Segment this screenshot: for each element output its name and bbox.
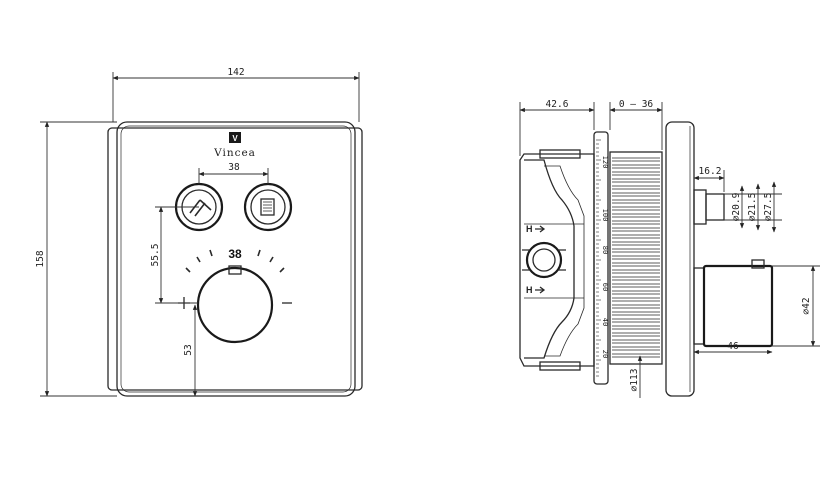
dim-knob-to-bottom: 53 (183, 344, 194, 355)
thread-ridge (612, 157, 660, 162)
thermostat-knob[interactable] (196, 265, 274, 344)
thread-ridge (612, 227, 660, 232)
sleeve-threads (612, 157, 660, 358)
logo-letter: V (232, 134, 238, 143)
thread-ridge (612, 185, 660, 190)
scale-label: 120 (601, 156, 609, 169)
thread-ridge (612, 171, 660, 176)
cover-plate-side (665, 121, 695, 397)
thread-ridge (612, 304, 660, 309)
temperature-scale-ticks (185, 249, 285, 273)
thread-ridge (612, 178, 660, 183)
dim-width: 142 (227, 67, 244, 78)
faceplate (116, 121, 356, 397)
thread-ridge (612, 192, 660, 197)
inlet-label-top: H (526, 224, 533, 234)
thread-ridge (612, 164, 660, 169)
thread-ridge (612, 290, 660, 295)
dim-outlet-d1: ⌀20.9 (731, 192, 742, 221)
thread-ridge (612, 353, 660, 358)
diverter-button-right[interactable] (243, 182, 293, 232)
thread-ridge (612, 318, 660, 323)
thread-ridge (612, 262, 660, 267)
thread-ridge (612, 346, 660, 351)
scale-label: 60 (601, 283, 609, 291)
flow-arrow-icon (535, 225, 546, 233)
inlet-label-bottom: H (526, 285, 533, 295)
thread-ridge (612, 269, 660, 274)
scale-label: 100 (601, 209, 609, 222)
thread-ridge (612, 220, 660, 225)
hand-shower-icon (189, 199, 212, 217)
dim-height: 158 (35, 250, 46, 267)
brand-logo (229, 132, 241, 143)
valve-body (519, 149, 595, 371)
thread-ridge (612, 339, 660, 344)
thread-ridge (612, 206, 660, 211)
knob-side (702, 264, 774, 348)
dim-flange-diameter: ⌀113 (629, 369, 640, 392)
thread-ridge (612, 332, 660, 337)
dim-knob-depth: 46 (727, 341, 739, 352)
flow-arrow-icon (535, 286, 546, 294)
outlet-stub (705, 193, 725, 221)
brand-name: Vincea (213, 147, 256, 159)
dim-adjust-range: 0 – 36 (619, 99, 654, 110)
scale-label: 20 (601, 350, 609, 358)
knob-collar (693, 267, 705, 345)
thread-ridge (612, 311, 660, 316)
backplate-outline (107, 127, 363, 391)
scale-label: 40 (601, 318, 609, 326)
dim-outlet-length: 16.2 (699, 166, 722, 177)
dim-outlet-d3: ⌀27.5 (763, 193, 774, 222)
threaded-sleeve (609, 151, 663, 365)
dim-knob-diameter: ⌀42 (801, 297, 812, 314)
thread-ridge (612, 199, 660, 204)
mounting-flange (593, 131, 609, 385)
thread-ridge (612, 297, 660, 302)
inlet-port (525, 241, 563, 279)
thread-ridge (612, 276, 660, 281)
dim-body-depth: 42.6 (546, 99, 569, 110)
dim-button-spacing: 38 (228, 162, 240, 173)
front-view: V Vincea 38 (35, 67, 363, 397)
thread-ridge (612, 255, 660, 260)
side-view: H H 120 100 80 60 40 20 42.6 (519, 99, 820, 398)
dim-button-to-knob: 55.5 (150, 244, 161, 267)
depth-scale-labels: 120 100 80 60 40 20 (601, 156, 609, 359)
thread-ridge (612, 248, 660, 253)
thread-ridge (612, 241, 660, 246)
dim-outlet-d2: ⌀21.5 (747, 193, 758, 222)
outlet-collar (693, 189, 707, 225)
temperature-label: 38 (228, 247, 242, 261)
depth-scale (596, 139, 601, 377)
thread-ridge (612, 325, 660, 330)
thread-ridge (612, 234, 660, 239)
thread-ridge (612, 283, 660, 288)
faceplate-inner-edge (120, 125, 352, 393)
scale-label: 80 (601, 246, 609, 254)
thread-ridge (612, 213, 660, 218)
overhead-shower-icon (260, 198, 275, 216)
